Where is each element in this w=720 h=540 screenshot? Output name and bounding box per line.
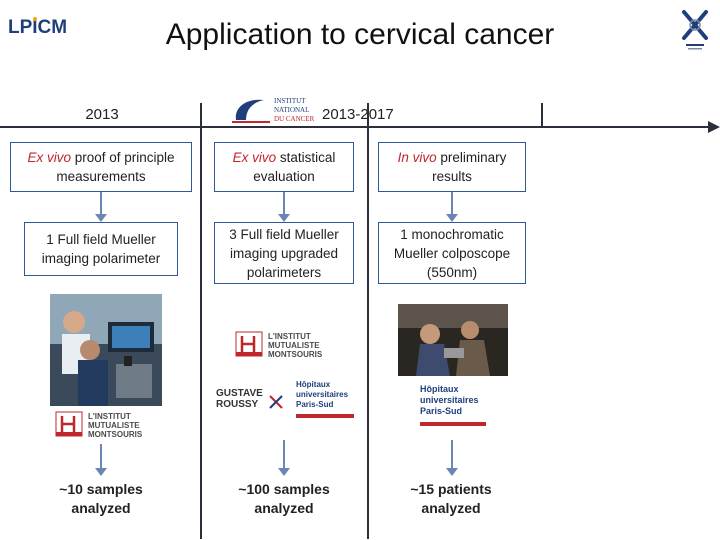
arrow-line [283, 192, 285, 216]
institut-logo-line2: NATIONAL [274, 106, 309, 114]
arrow-line [100, 192, 102, 216]
page-title: Application to cervical cancer [0, 18, 720, 52]
heading-italic: In vivo [398, 150, 437, 165]
hopitaux-logo-text: Hôpitaux universitaires Paris-Sud [296, 380, 354, 410]
heading-italic: Ex vivo [27, 150, 71, 165]
institut-logo-line3: DU CANCER [274, 115, 315, 123]
institut-national-cancer-logo: INSTITUT NATIONAL DU CANCER [230, 94, 320, 124]
device-box-col2: 3 Full field Mueller imaging upgraded po… [214, 222, 354, 284]
arrow-line [283, 440, 285, 470]
heading-box-ex-vivo-statistical: Ex vivo statistical evaluation [214, 142, 354, 192]
hopitaux-logo-text: Hôpitaux universitaires Paris-Sud [420, 384, 486, 417]
montsouris-logo: L'INSTITUT MUTUALISTE MONTSOURIS [54, 408, 154, 442]
heading-text: proof of principle measurements [56, 150, 174, 184]
timeline-tick [541, 103, 543, 128]
hopitaux-paris-sud-logo: Hôpitaux universitaires Paris-Sud [296, 378, 354, 422]
device-box-col1: 1 Full field Mueller imaging polarimeter [24, 222, 178, 276]
montsouris-logo-text: L'INSTITUT MUTUALISTE MONTSOURIS [88, 412, 154, 439]
montsouris-logo-text: L'INSTITUT MUTUALISTE MONTSOURIS [268, 332, 334, 359]
heading-box-ex-vivo-proof: Ex vivo proof of principle measurements [10, 142, 192, 192]
arrow-down-icon [95, 468, 107, 476]
result-col2: ~100 samples analyzed [226, 480, 342, 518]
heading-italic: Ex vivo [233, 150, 277, 165]
arrow-down-icon [278, 214, 290, 222]
montsouris-logo: L'INSTITUT MUTUALISTE MONTSOURIS [234, 328, 334, 362]
result-col3: ~15 patients analyzed [396, 480, 506, 518]
arrow-down-icon [446, 468, 458, 476]
hopitaux-paris-sud-logo: Hôpitaux universitaires Paris-Sud [420, 380, 486, 430]
result-col1: ~10 samples analyzed [40, 480, 162, 518]
heading-text: preliminary results [432, 150, 506, 184]
arrow-down-icon [278, 468, 290, 476]
timeline-arrow-icon [708, 121, 720, 133]
gustave-roussy-logo: GUSTAVE ROUSSY [216, 384, 286, 420]
gustave-roussy-logo-text: GUSTAVE ROUSSY [216, 388, 274, 410]
column-divider [367, 103, 369, 539]
timeline-axis [0, 126, 712, 128]
polytechnique-logo [676, 6, 714, 54]
year-2013: 2013 [62, 106, 142, 123]
institut-logo-line1: INSTITUT [274, 97, 306, 105]
arrow-line [451, 192, 453, 216]
arrow-line [451, 440, 453, 470]
arrow-line [100, 444, 102, 470]
heading-box-in-vivo: In vivo preliminary results [378, 142, 526, 192]
arrow-down-icon [95, 214, 107, 222]
year-2013-2017: 2013-2017 [322, 106, 394, 123]
device-box-col3: 1 monochromatic Mueller colposcope (550n… [378, 222, 526, 284]
colposcope-photo [398, 304, 508, 376]
column-divider [200, 103, 202, 539]
arrow-down-icon [446, 214, 458, 222]
polarimeter-photo [50, 294, 162, 406]
